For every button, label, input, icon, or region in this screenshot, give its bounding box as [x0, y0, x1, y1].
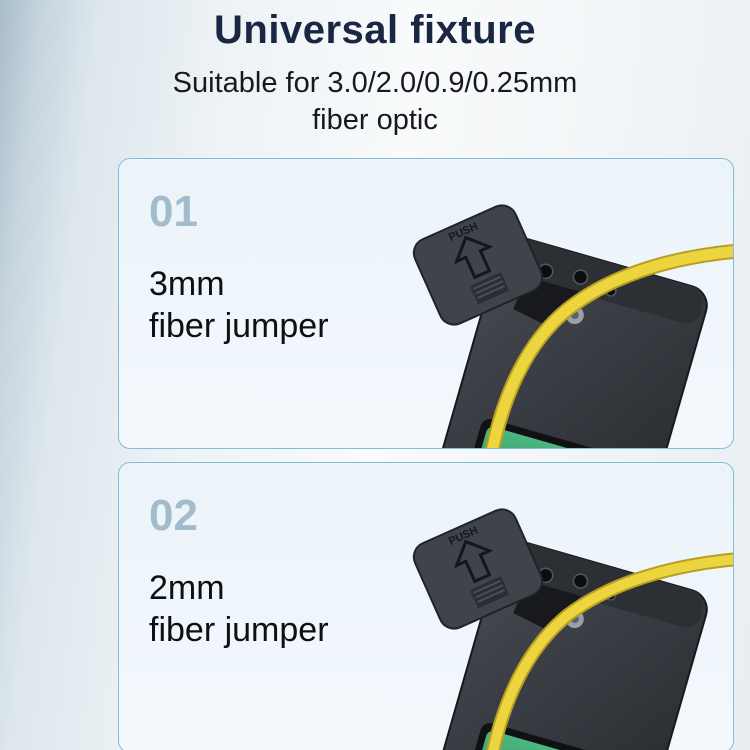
- push-arrow-icon: [453, 539, 494, 584]
- panel-size-text: 2mm: [149, 569, 225, 607]
- panel-size-text: 3mm: [149, 265, 225, 303]
- panel-number: 01: [149, 187, 198, 236]
- product-photo-2mm: PUSH: [363, 463, 733, 750]
- subtitle-line-1: Suitable for 3.0/2.0/0.9/0.25mm: [172, 67, 578, 99]
- push-flap: PUSH: [412, 508, 544, 630]
- grip-lines: [469, 272, 510, 305]
- page-subtitle: Suitable for 3.0/2.0/0.9/0.25mm fiber op…: [0, 65, 750, 139]
- panel-2mm-fiber-jumper: 02 2mm fiber jumper: [118, 462, 734, 750]
- clamp-ledge: [502, 541, 704, 628]
- subtitle-line-2: fiber optic: [312, 104, 438, 136]
- panel-3mm-fiber-jumper: 01 3mm fiber jumper: [118, 158, 734, 449]
- fiber-cable: [485, 243, 733, 448]
- product-photo-3mm: PUSH: [363, 159, 733, 448]
- fiber-stripper-photo: PUSH: [412, 508, 733, 750]
- push-flap: PUSH: [412, 204, 544, 326]
- panel-number: 02: [149, 491, 198, 540]
- grip-lines: [469, 576, 510, 609]
- fiber-cable: [486, 552, 733, 750]
- device-body: [425, 540, 708, 750]
- push-arrow-icon: [453, 235, 494, 280]
- fiber-stripper-photo: PUSH: [412, 204, 733, 448]
- page-title: Universal fixture: [214, 8, 536, 52]
- panel-label-text: fiber jumper: [149, 307, 329, 345]
- panel-label-text: fiber jumper: [149, 611, 329, 649]
